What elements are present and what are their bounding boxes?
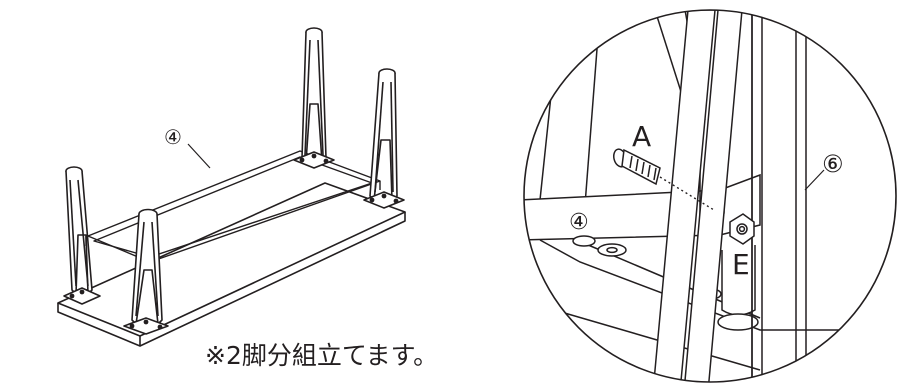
assembly-note: ※2脚分組立てます。 xyxy=(205,341,439,370)
leg-leader-line xyxy=(804,169,825,191)
frame-leader-line xyxy=(187,143,211,169)
label-nut-e: E xyxy=(732,248,750,281)
table-leg-back xyxy=(293,27,335,169)
detail-nut xyxy=(729,213,755,245)
table-leg-left xyxy=(63,166,101,305)
table-illustration xyxy=(57,27,406,347)
detail-circle-outline xyxy=(523,9,897,383)
detail-front-diagonals xyxy=(652,10,743,382)
detail-bolt xyxy=(613,148,661,186)
leg-plate-screws xyxy=(69,153,399,330)
bolt-axis-dots xyxy=(659,176,715,211)
table-leg-front xyxy=(123,208,169,335)
label-bolt-a: A xyxy=(632,120,651,153)
detail-magnifier xyxy=(524,10,896,382)
table-top xyxy=(57,182,406,347)
detail-leg-bracket xyxy=(717,245,759,331)
label-leg-detail: ⑥ xyxy=(822,150,844,178)
label-frame-main: ④ xyxy=(164,125,182,149)
label-frame-detail: ④ xyxy=(569,210,589,235)
table-leg-right xyxy=(363,68,405,209)
